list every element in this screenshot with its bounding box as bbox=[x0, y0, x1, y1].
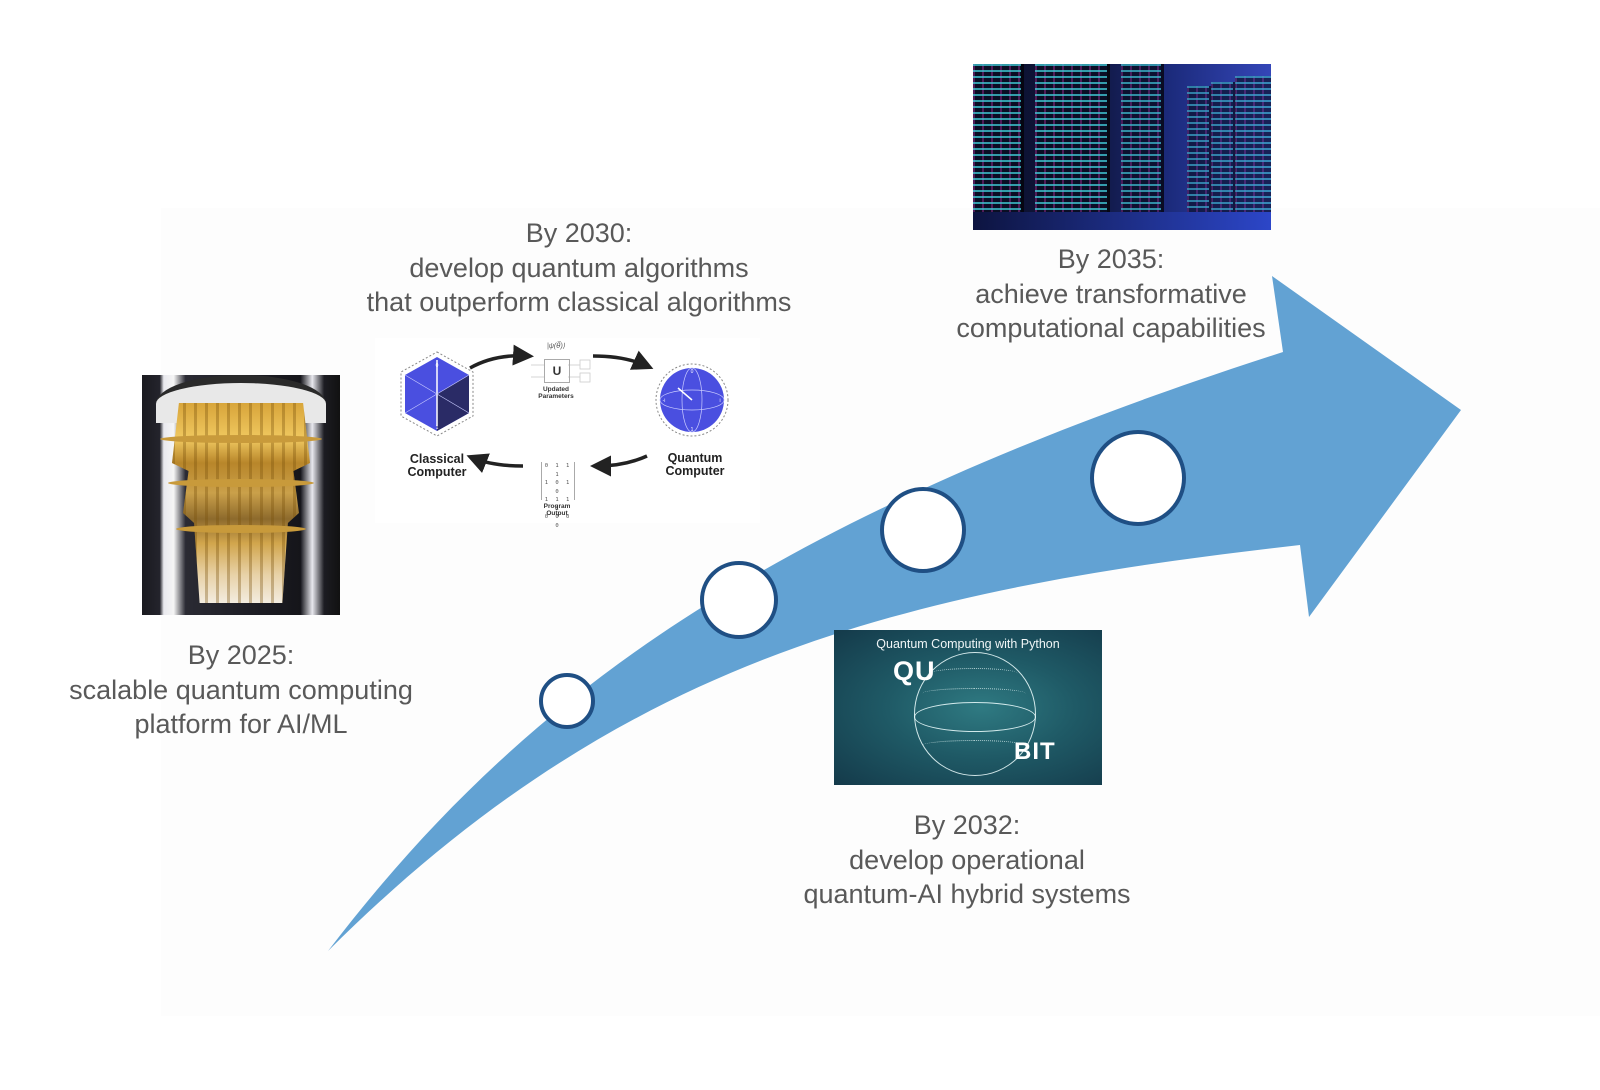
state-vector-label: |ψ(θ⃗)⟩ bbox=[547, 343, 566, 350]
sphere-label-i: i bbox=[719, 398, 720, 404]
milestone-markers bbox=[539, 430, 1186, 729]
unitary-gate-box: U bbox=[544, 359, 570, 383]
qubit-image-title: Quantum Computing with Python bbox=[876, 637, 1060, 651]
sphere-label-1: 1 bbox=[691, 427, 694, 433]
milestone-year: By 2030: bbox=[525, 218, 633, 248]
milestone-line: computational capabilities bbox=[956, 313, 1266, 343]
qubit-sphere-equator bbox=[914, 702, 1036, 732]
server-rack bbox=[1235, 76, 1271, 216]
hex-label-0: 0 bbox=[436, 363, 439, 369]
qubit-word-top: QU bbox=[893, 656, 936, 686]
marker-2032-circle bbox=[880, 487, 966, 573]
label-line: Program bbox=[543, 503, 571, 510]
milestone-year: By 2035: bbox=[1057, 244, 1165, 274]
qubit-word-bottom: BIT bbox=[1014, 738, 1056, 765]
server-rack bbox=[1187, 86, 1212, 216]
label-line: Classical bbox=[409, 452, 465, 466]
hybrid-loop-diagram: 0 1 0 1 -i i |ψ(θ⃗)⟩ U Updated Param bbox=[375, 338, 760, 529]
dilution-refrigerator-photo bbox=[142, 375, 340, 615]
data-center-photo bbox=[973, 64, 1271, 230]
loop-graphics: 0 1 0 1 -i i bbox=[400, 344, 729, 477]
server-rack bbox=[973, 64, 1024, 216]
updated-parameters-label: Updated Parameters bbox=[538, 386, 573, 400]
arrow-classical-to-params bbox=[469, 344, 534, 370]
sphere-label-0: 0 bbox=[691, 369, 694, 375]
milestone-2035-text: By 2035: achieve transformative computat… bbox=[956, 242, 1265, 346]
milestone-year: By 2032: bbox=[913, 810, 1021, 840]
server-rack bbox=[1121, 64, 1164, 216]
hex-label-1: 1 bbox=[436, 425, 439, 431]
arrow-output-to-classical bbox=[466, 453, 524, 473]
matrix-row: 1 0 1 0 bbox=[544, 480, 572, 495]
program-output-matrix: 0 1 1 1 1 0 1 0 1 1 1 1 0 0 0 0 bbox=[541, 462, 575, 529]
arrow-params-to-quantum bbox=[592, 350, 654, 370]
qubit-sphere-latitude bbox=[922, 688, 1026, 699]
server-rack bbox=[1035, 64, 1110, 216]
label-line: Output bbox=[546, 510, 568, 517]
label-line: Quantum bbox=[667, 451, 723, 465]
milestone-year: By 2025: bbox=[187, 640, 295, 670]
marker-2025-circle bbox=[539, 673, 595, 729]
milestone-line: that outperform classical algorithms bbox=[366, 287, 792, 317]
matrix-row: 0 1 1 1 bbox=[544, 463, 572, 478]
matrix-row: 0 0 0 0 bbox=[544, 514, 572, 529]
marker-2030-circle bbox=[700, 561, 778, 639]
circuit-wires bbox=[531, 359, 591, 383]
label-line: Computer bbox=[665, 464, 725, 478]
milestone-line: scalable quantum computing bbox=[69, 674, 413, 705]
data-center-floor bbox=[973, 212, 1271, 230]
qubit-sphere-latitude bbox=[922, 740, 1026, 751]
sphere-label-neg-i: -i bbox=[663, 398, 666, 404]
milestone-2025-text: By 2025: scalable quantum computing plat… bbox=[69, 638, 413, 742]
matrix-row: 1 1 1 1 bbox=[544, 497, 572, 512]
label-line: Parameters bbox=[538, 393, 574, 400]
fridge-gold-stages bbox=[172, 403, 310, 603]
fridge-stage-disk bbox=[168, 479, 314, 487]
fridge-stage-disk bbox=[176, 525, 306, 533]
quantum-computer-bloch-sphere-icon: 0 1 -i i bbox=[655, 363, 729, 437]
milestone-2032-text: By 2032: develop operational quantum-AI … bbox=[803, 808, 1130, 912]
label-line: Updated bbox=[542, 386, 569, 393]
qubit-sphere-latitude bbox=[930, 668, 1018, 679]
classical-computer-cube-icon: 0 1 bbox=[400, 351, 474, 437]
milestone-2030-text: By 2030: develop quantum algorithms that… bbox=[367, 216, 792, 320]
server-rack bbox=[1211, 82, 1236, 216]
milestone-line: develop operational bbox=[849, 844, 1085, 875]
arrow-quantum-to-output bbox=[590, 454, 648, 477]
label-line: Computer bbox=[407, 465, 467, 479]
fridge-stage-disk bbox=[160, 435, 322, 443]
qubit-illustration: Quantum Computing with Python QU BIT bbox=[834, 630, 1102, 785]
marker-2035-circle bbox=[1090, 430, 1186, 526]
quantum-computer-label: Quantum Computer bbox=[665, 452, 724, 478]
program-output-label: Program Output bbox=[544, 503, 571, 517]
milestone-line: achieve transformative bbox=[975, 278, 1247, 309]
classical-computer-label: Classical Computer bbox=[407, 453, 466, 479]
milestone-line: quantum-AI hybrid systems bbox=[803, 879, 1131, 909]
curved-arrow-shape bbox=[328, 276, 1461, 951]
milestone-line: platform for AI/ML bbox=[134, 709, 348, 739]
milestone-line: develop quantum algorithms bbox=[409, 252, 749, 283]
